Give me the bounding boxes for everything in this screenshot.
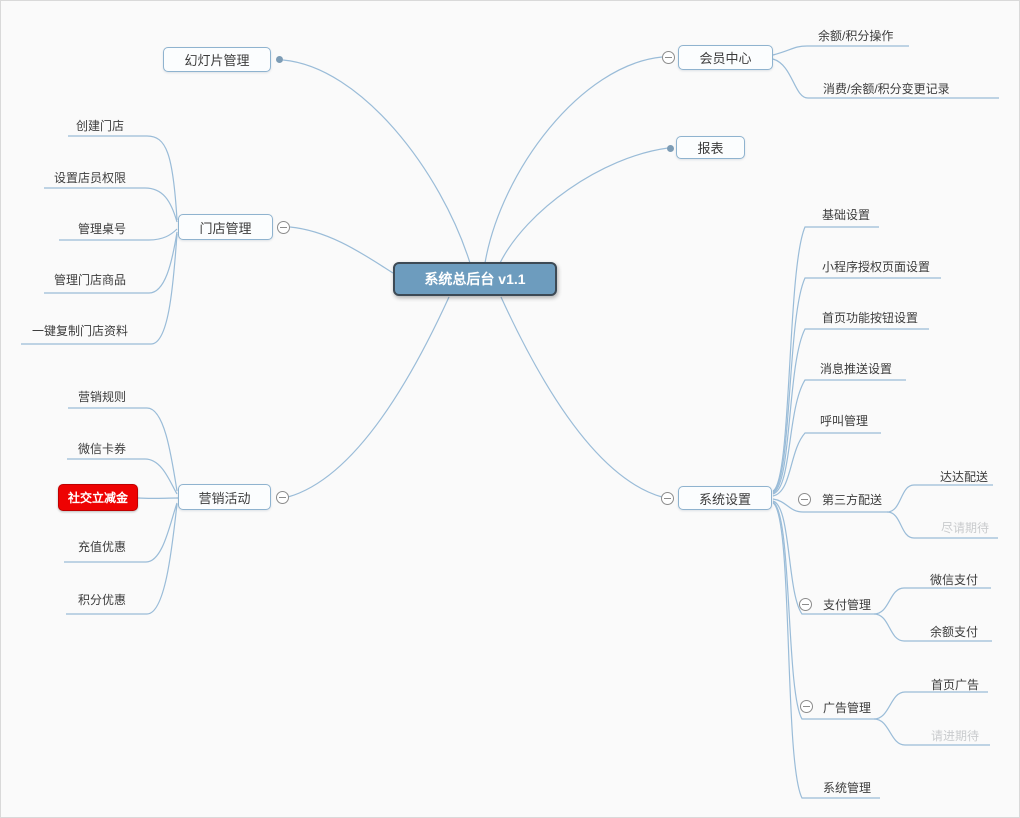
topic-sys-homebtn[interactable]: 首页功能按钮设置	[822, 311, 919, 325]
topic-store-perm[interactable]: 设置店员权限	[54, 171, 127, 185]
connector-store-table	[59, 228, 178, 241]
collapse-delivery-icon[interactable]	[798, 492, 811, 506]
connector-sys-manage	[772, 502, 880, 799]
connector-ad-soon	[873, 718, 990, 746]
connector-mkt-rules	[68, 407, 178, 492]
connector-member-log	[772, 58, 999, 99]
topic-sys-basic[interactable]: 基础设置	[822, 208, 871, 222]
connector-sys-pay	[772, 500, 874, 615]
connector-sys-basic	[772, 226, 879, 492]
connector-store-create	[68, 135, 178, 221]
connector-sys-homebtn	[772, 328, 929, 494]
topic-ad-home[interactable]: 首页广告	[931, 678, 980, 692]
topic-sys-auth[interactable]: 小程序授权页面设置	[822, 260, 931, 274]
topic-marketing[interactable]: 营销活动	[178, 484, 271, 510]
topic-delivery-dada[interactable]: 达达配送	[940, 470, 989, 484]
topic-pay-balance[interactable]: 余额支付	[930, 625, 979, 639]
connector-mkt-coupon	[67, 458, 178, 495]
connector-root-marketing	[287, 296, 450, 498]
collapse-store-icon[interactable]	[276, 220, 290, 234]
topic-store[interactable]: 门店管理	[178, 214, 273, 240]
connector-mkt-points	[66, 503, 178, 615]
topic-mkt-points[interactable]: 积分优惠	[78, 593, 127, 607]
topic-member-ops[interactable]: 余额/积分操作	[818, 29, 894, 43]
topic-store-table[interactable]: 管理桌号	[78, 222, 127, 236]
topic-store-copy[interactable]: 一键复制门店资料	[32, 324, 129, 338]
collapse-pay-icon[interactable]	[799, 598, 812, 611]
topic-ad-soon[interactable]: 请进期待	[931, 729, 980, 743]
connector-sys-ad	[772, 501, 874, 720]
topic-sys-delivery[interactable]: 第三方配送	[822, 493, 883, 507]
connector-root-system	[500, 296, 663, 498]
topic-root[interactable]: 系统总后台 v1.1	[393, 262, 557, 296]
topic-delivery-soon[interactable]: 尽请期待	[941, 521, 990, 535]
topic-system[interactable]: 系统设置	[678, 486, 772, 510]
connector-delivery-dada	[886, 484, 993, 513]
collapse-ad-icon[interactable]	[800, 700, 813, 713]
topic-member-log[interactable]: 消费/余额/积分变更记录	[823, 82, 950, 96]
connector-mkt-recharge	[64, 502, 178, 563]
connector-sys-auth	[772, 277, 941, 493]
connector-store-copy	[21, 233, 178, 345]
collapse-system-icon[interactable]	[660, 491, 674, 505]
topic-sys-pay[interactable]: 支付管理	[823, 598, 872, 612]
topic-sys-push[interactable]: 消息推送设置	[820, 362, 893, 376]
connector-root-slides	[282, 59, 471, 264]
topic-store-create[interactable]: 创建门店	[76, 119, 125, 133]
topic-mkt-rules[interactable]: 营销规则	[78, 390, 127, 404]
collapse-marketing-icon[interactable]	[275, 490, 289, 504]
topic-slides[interactable]: 幻灯片管理	[163, 47, 271, 72]
topic-sys-call[interactable]: 呼叫管理	[820, 414, 869, 428]
topic-report[interactable]: 报表	[676, 136, 745, 159]
connector-sys-call	[772, 432, 881, 497]
connector-store-goods	[44, 231, 178, 294]
connector-sys-push	[772, 379, 906, 495]
connector-ad-home	[873, 691, 988, 720]
connector-store-perm	[44, 187, 178, 223]
topic-mkt-coupon[interactable]: 微信卡券	[78, 442, 127, 456]
collapse-member-icon[interactable]	[662, 50, 675, 64]
connector-root-member	[484, 56, 663, 264]
connector-sys-delivery	[772, 498, 887, 513]
topic-sys-ad[interactable]: 广告管理	[823, 701, 872, 715]
connector-pay-wechat	[873, 587, 991, 615]
connector-root-store	[289, 226, 394, 274]
topic-member[interactable]: 会员中心	[678, 45, 773, 70]
connector-delivery-soon	[886, 511, 998, 539]
topic-social-discount[interactable]: 社交立减金	[58, 484, 138, 511]
connector-dot-report	[667, 144, 674, 152]
connector-member-ops	[772, 45, 909, 56]
connector-root-report	[499, 147, 669, 264]
topic-store-goods[interactable]: 管理门店商品	[54, 273, 127, 287]
connector-dot-slides	[276, 56, 283, 63]
connector-pay-balance	[873, 613, 992, 642]
topic-pay-wechat[interactable]: 微信支付	[930, 573, 979, 587]
topic-sys-manage[interactable]: 系统管理	[823, 781, 872, 795]
topic-mkt-recharge[interactable]: 充值优惠	[78, 540, 127, 554]
